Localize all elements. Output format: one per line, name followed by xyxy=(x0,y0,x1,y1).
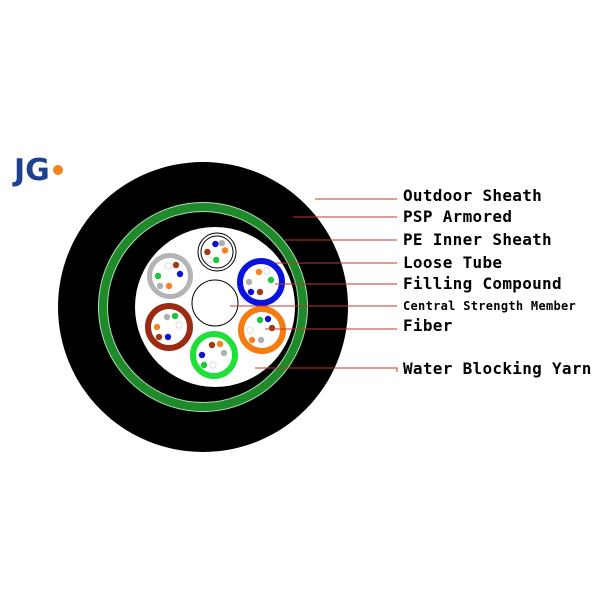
label-outdoor-sheath: Outdoor Sheath xyxy=(403,186,542,205)
fiber-green-5 xyxy=(216,340,224,348)
psp-armored-band xyxy=(98,202,308,412)
logo-accent-dot xyxy=(53,165,63,175)
loose-tube-orange xyxy=(238,306,286,354)
label-pe-inner-sheath: PE Inner Sheath xyxy=(403,230,552,249)
fiber-blue-1 xyxy=(255,268,263,276)
fiber-orange-4 xyxy=(246,326,254,334)
fiber-blue-4 xyxy=(245,278,253,286)
fiber-gray-4 xyxy=(154,272,162,280)
fiber-white-2 xyxy=(221,247,229,254)
fiber-gray-1 xyxy=(164,262,172,270)
fiber-green-4 xyxy=(198,351,206,359)
label-loose-tube: Loose Tube xyxy=(403,253,502,272)
loose-tube-gray xyxy=(147,253,193,299)
fiber-white-5 xyxy=(218,240,225,247)
loose-tube-white xyxy=(197,232,237,272)
label-water-blocking-yarn: Water Blocking Yarn xyxy=(403,359,592,378)
fiber-blue-3 xyxy=(256,288,264,296)
psp-armored-edge-outer xyxy=(98,202,308,412)
fiber-brown-5 xyxy=(171,312,179,320)
logo-letters: JG xyxy=(12,153,50,188)
jg-logo: JG xyxy=(12,153,63,188)
fiber-gray-5 xyxy=(172,261,180,269)
loose-tube-blue xyxy=(237,258,285,306)
fiber-blue-5 xyxy=(263,267,271,275)
fiber-white-4 xyxy=(204,248,211,256)
fiber-green-1 xyxy=(208,341,216,349)
fiber-orange-3 xyxy=(257,336,265,344)
fiber-orange-6 xyxy=(248,336,256,344)
fiber-brown-4 xyxy=(153,323,161,331)
fiber-orange-1 xyxy=(256,316,264,324)
label-fiber: Fiber xyxy=(403,316,453,335)
fiber-blue-2 xyxy=(267,276,275,284)
fiber-brown-1 xyxy=(163,313,171,321)
central-strength-member xyxy=(191,279,239,327)
fiber-orange-2 xyxy=(268,324,276,332)
leader-water-blocking-yarn xyxy=(255,367,398,372)
loose-tubes xyxy=(145,232,286,379)
psp-armored-edge-inner xyxy=(107,211,299,403)
fiber-gray-6 xyxy=(156,282,164,290)
fiber-blue-6 xyxy=(247,288,255,296)
label-psp-armored: PSP Armored xyxy=(403,207,512,226)
fiber-gray-2 xyxy=(176,270,184,278)
leader-lines xyxy=(230,198,398,372)
fiber-green-2 xyxy=(220,349,228,357)
label-central-strength-member: Central Strength Member xyxy=(403,299,576,313)
fiber-gray-3 xyxy=(165,282,173,290)
fiber-brown-3 xyxy=(164,333,172,341)
fiber-orange-5 xyxy=(264,315,272,323)
fiber-white-1 xyxy=(212,240,219,248)
fiber-brown-2 xyxy=(175,321,183,329)
fiber-green-6 xyxy=(200,361,208,369)
cable xyxy=(58,162,348,452)
label-filling-compound: Filling Compound xyxy=(403,274,562,293)
fiber-white-6 xyxy=(205,256,213,264)
fiber-brown-6 xyxy=(155,333,163,341)
loose-tube-brown xyxy=(145,303,193,351)
loose-tube-green xyxy=(190,331,238,379)
loose-tube-outline-white xyxy=(197,232,237,272)
fiber-green-3 xyxy=(209,361,217,369)
loose-tube-inner-outline-white xyxy=(200,235,234,269)
fiber-white-3 xyxy=(213,256,220,264)
labels: Outdoor Sheath PSP Armored PE Inner Shea… xyxy=(403,186,592,378)
